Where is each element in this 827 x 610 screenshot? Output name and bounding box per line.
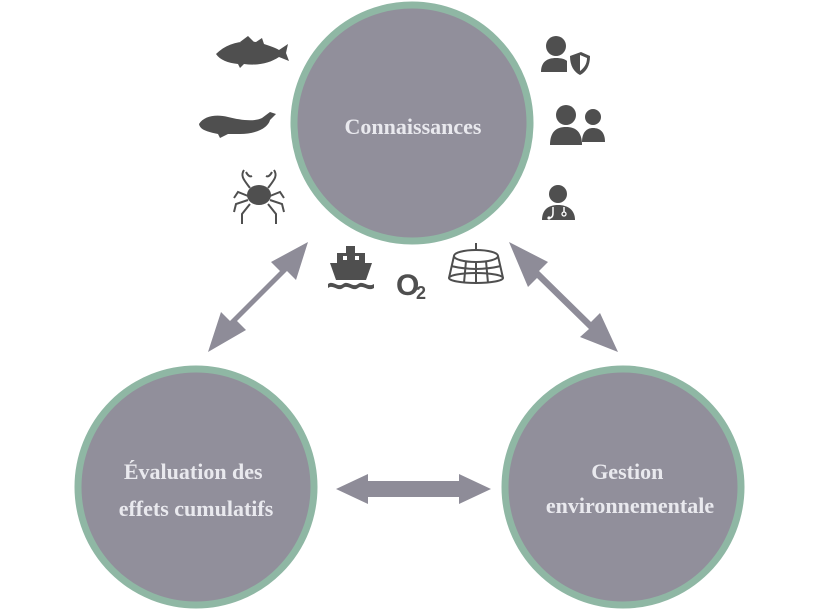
crab-icon bbox=[233, 169, 285, 224]
arrow-top-left bbox=[208, 242, 308, 352]
beluga-whale-icon bbox=[199, 112, 276, 138]
users-icon bbox=[550, 105, 605, 145]
label-connaissances: Connaissances bbox=[345, 114, 482, 139]
circle-connaissances bbox=[290, 1, 534, 245]
label-evaluation: Évaluation des effets cumulatifs bbox=[119, 459, 274, 521]
fish-icon bbox=[216, 36, 289, 68]
arrow-bottom bbox=[336, 474, 491, 504]
user-shield-icon bbox=[541, 36, 590, 75]
arrow-top-right bbox=[509, 242, 618, 352]
svg-text:2: 2 bbox=[416, 283, 426, 303]
svg-text:O: O bbox=[396, 269, 419, 302]
circle-gestion bbox=[501, 365, 745, 609]
aquaculture-cage-icon bbox=[448, 243, 504, 284]
oxygen-icon: O 2 bbox=[396, 269, 426, 303]
circle-evaluation bbox=[74, 365, 318, 609]
label-gestion: Gestion environnementale bbox=[546, 459, 714, 518]
user-doctor-icon bbox=[542, 185, 575, 220]
ship-icon bbox=[328, 246, 374, 290]
